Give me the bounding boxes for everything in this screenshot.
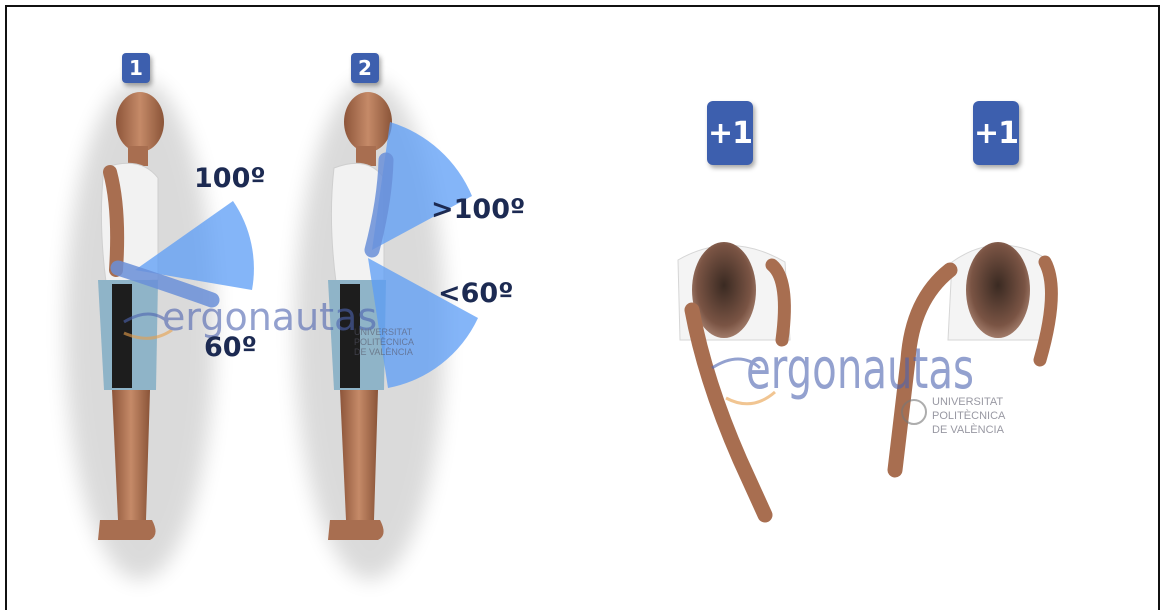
- figure-1-upper-arm: [110, 172, 117, 270]
- figure-1-legs: [112, 390, 150, 520]
- watermark-left-brand: ergonautas: [162, 295, 377, 339]
- modifier-badge-1: +1: [707, 101, 753, 165]
- figure-1-head: [116, 92, 164, 152]
- figure-2-legs: [340, 390, 378, 520]
- figure-1-feet: [98, 520, 156, 540]
- figure-2-upper-angle-label: >100º: [431, 194, 525, 225]
- figure-2-head: [344, 92, 392, 152]
- watermark-left-univ-2: POLITÈCNICA: [354, 337, 414, 347]
- watermark-left-univ-3: DE VALÈNCIA: [354, 347, 413, 357]
- watermark-right-univ-2: POLITÈCNICA: [932, 409, 1006, 422]
- figure-2-lower-angle-label: <60º: [438, 278, 513, 309]
- watermark-right-univ-1: UNIVERSITAT: [932, 396, 1003, 408]
- figure-1-lower-angle-label: 60º: [204, 332, 257, 363]
- figure-4-head: [966, 242, 1030, 338]
- watermark-right-univ-3: DE VALÈNCIA: [932, 423, 1005, 436]
- figure-1-upper-angle-label: 100º: [194, 163, 266, 194]
- position-badge-2: 2: [351, 53, 379, 83]
- position-badge-1: 1: [122, 53, 150, 83]
- watermark-right: ergonautas UNIVERSITAT POLITÈCNICA DE VA…: [712, 337, 1006, 436]
- watermark-left-univ-1: UNIVERSITAT: [354, 327, 413, 337]
- figure-2-feet: [328, 520, 384, 540]
- modifier-badge-2: +1: [973, 101, 1019, 165]
- watermark-right-brand: ergonautas: [746, 337, 974, 402]
